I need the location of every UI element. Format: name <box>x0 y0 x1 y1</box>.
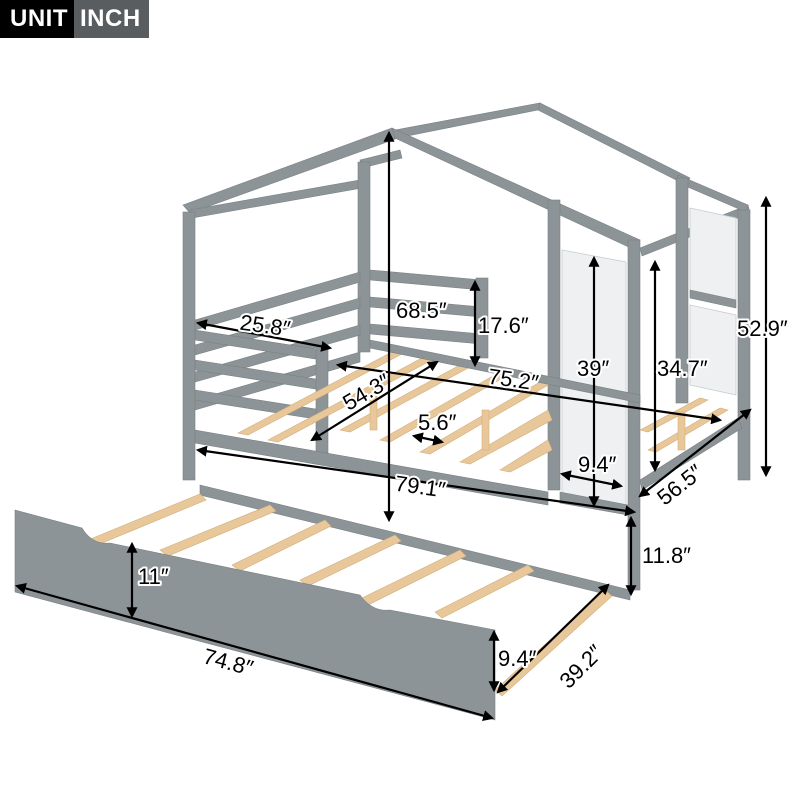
trundle <box>14 484 631 721</box>
label-side-rail-height: 34.7″ <box>657 356 708 381</box>
label-trundle-width: 39.2″ <box>554 640 608 694</box>
dimension-lines <box>14 130 772 721</box>
unit-value: INCH <box>74 0 149 38</box>
label-trundle-side-height: 9.4″ <box>498 646 537 671</box>
label-inner-length: 75.2″ <box>487 364 541 396</box>
label-door-height: 39″ <box>577 356 609 381</box>
label-slat-gap: 5.6″ <box>418 410 457 435</box>
label-total-height: 52.9″ <box>737 316 788 341</box>
label-guardrail-height: 17.6″ <box>478 313 529 338</box>
label-door-width: 9.4″ <box>578 452 617 477</box>
unit-badge: UNIT INCH <box>0 0 149 38</box>
unit-label: UNIT <box>0 0 74 38</box>
label-inner-height: 68.5″ <box>396 298 447 323</box>
label-clearance-height: 11.8″ <box>642 543 691 568</box>
label-trundle-height: 11″ <box>138 564 169 589</box>
house-bed-frame <box>182 102 751 591</box>
